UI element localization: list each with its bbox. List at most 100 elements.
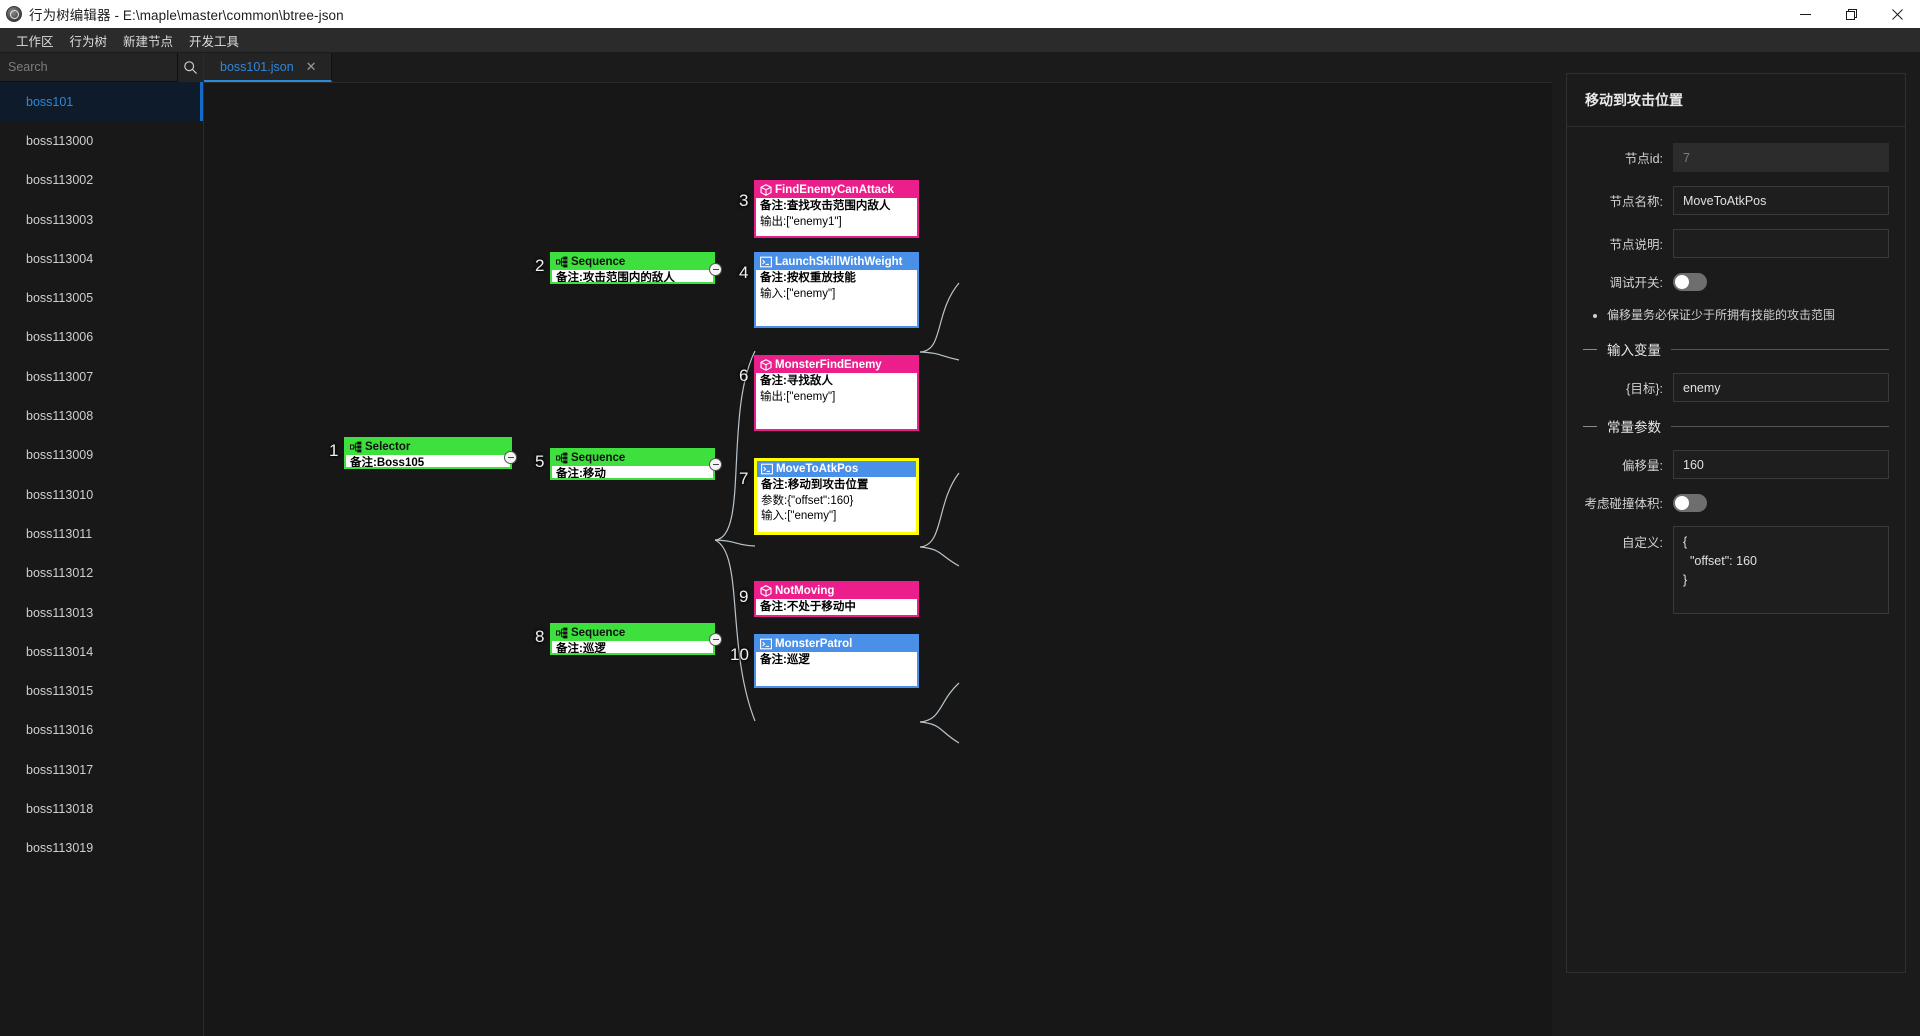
sidebar-item-boss113017[interactable]: boss113017	[0, 750, 203, 789]
sidebar-item-label: boss101	[26, 94, 74, 109]
menu-item-dev-tools[interactable]: 开发工具	[189, 34, 240, 49]
offset-label: 偏移量:	[1622, 459, 1663, 473]
node-detail-line: 备注:按权重放技能	[760, 272, 856, 284]
file-sidebar: boss101boss113000boss113002boss113003bos…	[0, 53, 204, 1036]
menu-item-behavior-tree[interactable]: 行为树	[69, 34, 108, 49]
menu-item-new-node[interactable]: 新建节点	[123, 34, 174, 49]
sidebar-item-boss113012[interactable]: boss113012	[0, 554, 203, 593]
input-target-input[interactable]	[1673, 373, 1889, 402]
search-input[interactable]	[0, 60, 177, 74]
maximize-button[interactable]	[1828, 0, 1874, 28]
node-header: MonsterPatrol	[756, 636, 917, 652]
node-body: 备注:移动到攻击位置参数:{"offset":160}输入:["enemy"]	[757, 477, 916, 528]
sidebar-item-boss113004[interactable]: boss113004	[0, 239, 203, 278]
sidebar-item-boss113005[interactable]: boss113005	[0, 278, 203, 317]
tab-close-icon[interactable]: ✕	[305, 59, 317, 74]
node-id-label: 节点id:	[1624, 152, 1663, 166]
node-body: 备注:攻击范围内的敌人	[552, 270, 713, 282]
section-const-params: 常量参数	[1583, 416, 1889, 436]
collision-toggle[interactable]	[1673, 493, 1707, 512]
debug-switch-toggle[interactable]	[1673, 272, 1707, 291]
tree-node-sequence[interactable]: Sequence 备注:巡逻	[550, 623, 715, 655]
sidebar-item-boss113015[interactable]: boss113015	[0, 671, 203, 710]
node-index-badge: 3	[739, 191, 749, 210]
sidebar-item-label: boss113005	[26, 291, 94, 306]
sidebar-item-label: boss113002	[26, 173, 94, 188]
menu-item-workspace[interactable]: 工作区	[16, 34, 54, 49]
tab-boss101-json[interactable]: boss101.json ✕	[204, 53, 332, 82]
node-id-input[interactable]	[1673, 143, 1889, 172]
edge-collapse-port[interactable]	[504, 451, 517, 464]
node-header: LaunchSkillWithWeight	[756, 254, 917, 270]
terminal-action-icon	[760, 638, 772, 650]
minimize-button[interactable]	[1782, 0, 1828, 28]
sidebar-item-boss101[interactable]: boss101	[0, 82, 203, 122]
search-icon	[184, 60, 198, 74]
section-divider	[1671, 425, 1889, 427]
section-divider	[1671, 348, 1889, 350]
sidebar-item-boss113013[interactable]: boss113013	[0, 593, 203, 632]
node-index-badge: 9	[739, 587, 749, 606]
edge-collapse-port[interactable]	[709, 458, 722, 471]
node-header: Selector	[346, 439, 510, 455]
node-title: Sequence	[571, 627, 626, 639]
sidebar-item-label: boss113015	[26, 684, 94, 699]
close-button[interactable]	[1874, 0, 1920, 28]
node-index-badge: 2	[535, 256, 545, 275]
node-name-input[interactable]	[1673, 186, 1889, 215]
sidebar-item-boss113002[interactable]: boss113002	[0, 161, 203, 200]
section-input-variables: 输入变量	[1583, 339, 1889, 359]
custom-json-textarea[interactable]: { "offset": 160 }	[1673, 526, 1889, 614]
edge-collapse-port[interactable]	[709, 633, 722, 646]
tab-label: boss101.json	[220, 59, 294, 74]
cube-condition-icon	[760, 184, 772, 196]
sidebar-item-label: boss113007	[26, 369, 94, 384]
node-name-label: 节点名称:	[1609, 195, 1663, 209]
sidebar-item-boss113011[interactable]: boss113011	[0, 514, 203, 553]
sidebar-item-boss113006[interactable]: boss113006	[0, 318, 203, 357]
field-offset: 偏移量:	[1577, 450, 1889, 479]
sidebar-item-boss113007[interactable]: boss113007	[0, 357, 203, 396]
sidebar-item-boss113009[interactable]: boss113009	[0, 436, 203, 475]
search-bar	[0, 53, 203, 82]
node-detail-line: 备注:移动到攻击位置	[761, 479, 869, 491]
sidebar-item-boss113010[interactable]: boss113010	[0, 475, 203, 514]
node-detail-line: 备注:巡逻	[556, 643, 606, 655]
offset-input[interactable]	[1673, 450, 1889, 479]
node-body: 备注:查找攻击范围内敌人输出:["enemy1"]	[756, 198, 917, 233]
node-body: 备注:巡逻	[552, 641, 713, 655]
sidebar-item-boss113014[interactable]: boss113014	[0, 632, 203, 671]
node-title: Selector	[365, 441, 411, 453]
node-body: 备注:移动	[552, 466, 713, 478]
sidebar-item-label: boss113013	[26, 605, 94, 620]
sidebar-item-boss113019[interactable]: boss113019	[0, 829, 203, 868]
sidebar-item-boss113008[interactable]: boss113008	[0, 396, 203, 435]
node-header: Sequence	[552, 625, 713, 641]
node-body: 备注:不处于移动中	[756, 599, 917, 615]
sidebar-item-boss113016[interactable]: boss113016	[0, 711, 203, 750]
note-item: 偏移量务必保证少于所拥有技能的攻击范围	[1607, 305, 1889, 325]
sidebar-item-label: boss113017	[26, 762, 94, 777]
node-desc-input[interactable]	[1673, 229, 1889, 258]
sidebar-item-boss113000[interactable]: boss113000	[0, 121, 203, 160]
notes-list: 偏移量务必保证少于所拥有技能的攻击范围	[1607, 305, 1889, 325]
edge-collapse-port[interactable]	[709, 263, 722, 276]
node-index-badge: 1	[329, 441, 339, 460]
close-icon	[1891, 8, 1903, 20]
sidebar-item-boss113018[interactable]: boss113018	[0, 789, 203, 828]
sidebar-item-boss113003[interactable]: boss113003	[0, 200, 203, 239]
search-button[interactable]	[177, 53, 203, 82]
custom-label: 自定义:	[1622, 536, 1663, 550]
field-input-target: {目标}:	[1577, 373, 1889, 402]
